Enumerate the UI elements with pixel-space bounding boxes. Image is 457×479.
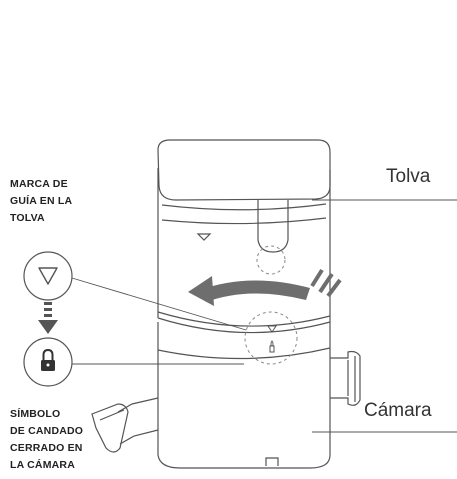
lock-symbol-line-3: CERRADO EN: [10, 442, 83, 454]
hopper: [157, 139, 331, 334]
leader-lines: [70, 199, 457, 433]
chamber: [91, 322, 361, 469]
lock-symbol-line-2: DE CANDADO: [10, 425, 84, 437]
hopper-mark-line-1: MARCA DE: [10, 178, 68, 190]
lock-symbol-label: SÍMBOLO DE CANDADO CERRADO EN LA CÁMARA: [10, 406, 83, 474]
triangle-down-icon: [23, 251, 73, 301]
lock-mark-on-chamber: [267, 325, 277, 353]
arrow-down-icon: [38, 302, 58, 334]
hopper-mark-label: MARCA DE GUÍA EN LA TOLVA: [10, 176, 72, 227]
rotate-arrow-icon: [188, 268, 342, 306]
chamber-label: Cámara: [364, 400, 432, 421]
highlight-circles: [244, 245, 298, 365]
hopper-mark-line-3: TOLVA: [10, 212, 45, 224]
hopper-label: Tolva: [386, 166, 431, 187]
padlock-icon: [23, 337, 73, 387]
hopper-mark-line-2: GUÍA EN LA: [10, 195, 73, 207]
lock-symbol-line-1: SÍMBOLO: [10, 408, 61, 420]
lock-symbol-line-4: LA CÁMARA: [10, 459, 75, 471]
